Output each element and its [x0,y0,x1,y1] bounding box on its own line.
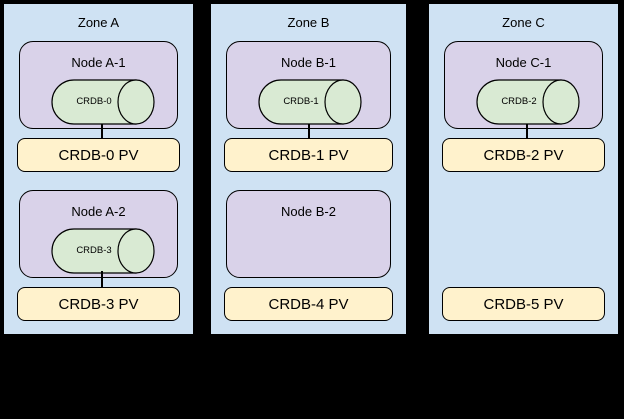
node-b-1: Node B-1 CRDB-1 [226,41,391,129]
crdb-1-pv-label: CRDB-1 PV [268,146,349,164]
zone-a-label: Zone A [77,15,120,30]
node-b-2-label: Node B-2 [281,204,336,219]
crdb-3-database: CRDB-3 [50,228,155,274]
crdb-4-pv: CRDB-4 PV [224,287,393,321]
database-cylinder-icon [51,228,155,274]
crdb-5-pv-label: CRDB-5 PV [483,295,564,313]
crdb-0-database: CRDB-0 [50,79,155,125]
node-b-1-label: Node B-1 [281,55,336,70]
zone-a: Zone A Node A-1 CRDB-0 CRDB-0 PV Node A-… [2,2,195,336]
zone-b: Zone B Node B-1 CRDB-1 CRDB-1 PV Node B-… [209,2,408,336]
crdb-2-pv-label: CRDB-2 PV [483,146,564,164]
connector-node-b1-to-pv [308,124,310,138]
crdb-0-pv-label: CRDB-0 PV [58,146,139,164]
crdb-0-label: CRDB-0 [76,96,112,107]
crdb-3-pv-label: CRDB-3 PV [58,295,139,313]
node-a-1: Node A-1 CRDB-0 [19,41,178,129]
zone-c-label: Zone C [502,15,545,30]
node-a-1-label: Node A-1 [71,55,126,70]
connector-node-a1-to-pv [101,124,103,138]
crdb-2-database: CRDB-2 [475,79,580,125]
node-c-1-label: Node C-1 [495,55,552,70]
zone-c: Zone C Node C-1 CRDB-2 CRDB-2 PV CRDB-5 … [427,2,620,336]
crdb-3-pv: CRDB-3 PV [17,287,180,321]
connector-node-a2-to-pv [101,271,103,287]
connector-node-c1-to-pv [526,124,528,138]
crdb-1-label: CRDB-1 [283,96,319,107]
crdb-5-pv: CRDB-5 PV [442,287,605,321]
crdb-4-pv-label: CRDB-4 PV [268,295,349,313]
crdb-0-pv: CRDB-0 PV [17,138,180,172]
database-cylinder-icon [258,79,362,125]
node-c-1: Node C-1 CRDB-2 [444,41,603,129]
crdb-1-database: CRDB-1 [257,79,362,125]
node-a-2: Node A-2 CRDB-3 [19,190,178,278]
crdb-1-pv: CRDB-1 PV [224,138,393,172]
node-b-2: Node B-2 [226,190,391,278]
zone-b-label: Zone B [287,15,330,30]
database-cylinder-icon [476,79,580,125]
crdb-3-label: CRDB-3 [76,245,112,256]
crdb-2-pv: CRDB-2 PV [442,138,605,172]
database-cylinder-icon [51,79,155,125]
node-a-2-label: Node A-2 [71,204,126,219]
crdb-2-label: CRDB-2 [501,96,537,107]
